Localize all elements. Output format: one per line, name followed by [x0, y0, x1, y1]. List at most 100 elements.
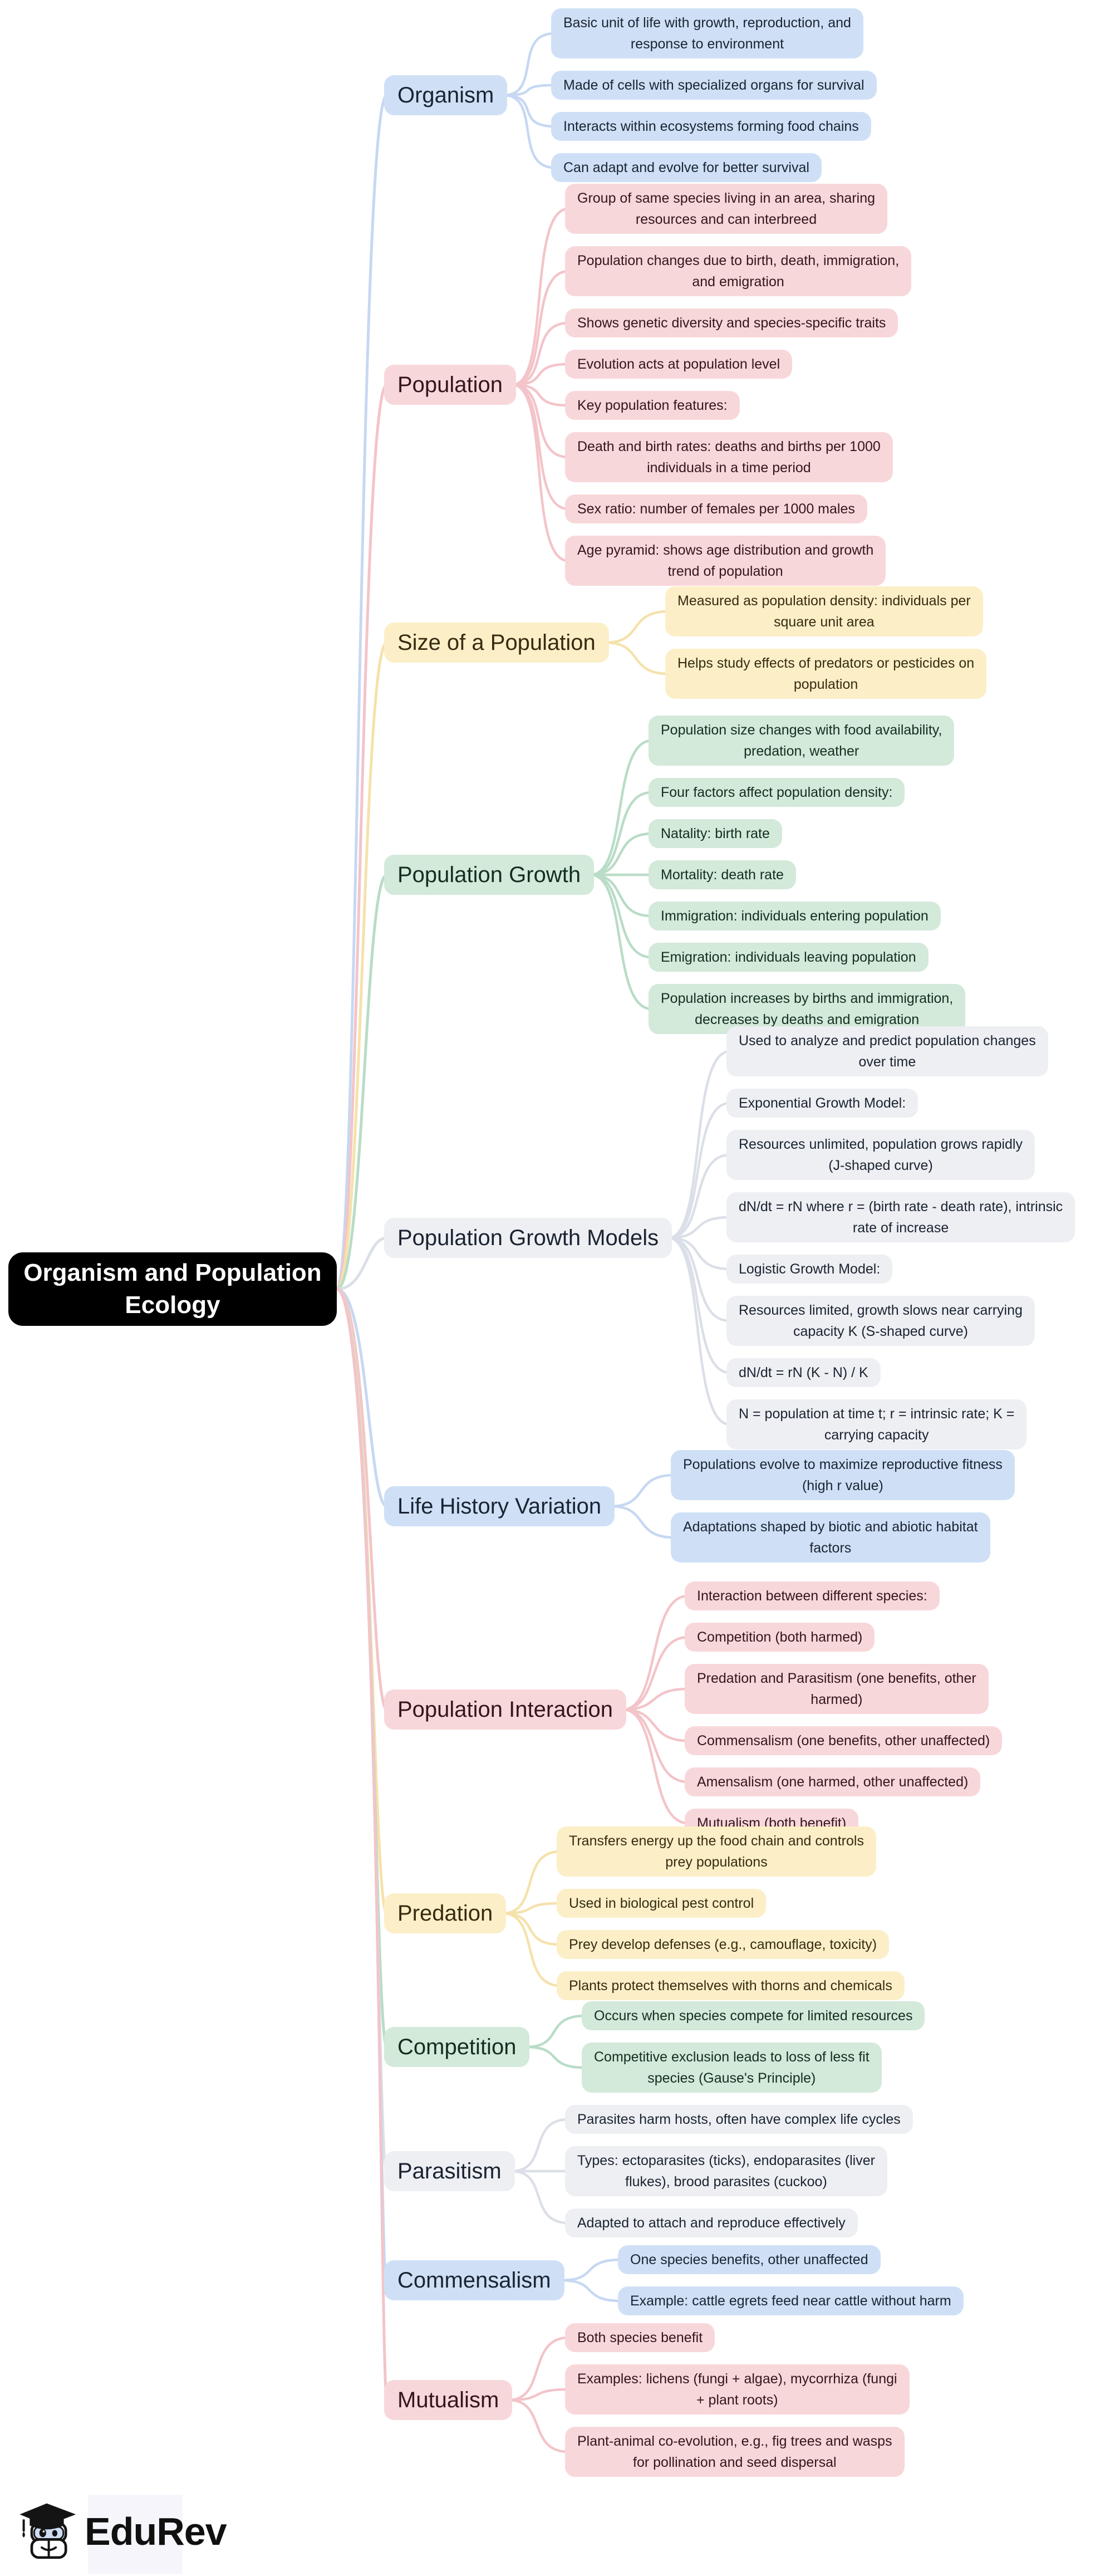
connector-line [589, 873, 654, 1011]
leaf-node[interactable]: Both species benefit [565, 2323, 715, 2352]
leaf-node[interactable]: Interacts within ecosystems forming food… [551, 112, 871, 141]
leaf-node[interactable]: Competition (both harmed) [685, 1623, 875, 1652]
leaf-node[interactable]: Interaction between different species: [685, 1581, 940, 1610]
connector-line [502, 84, 556, 97]
topic-node-predation[interactable]: Predation [384, 1893, 507, 1933]
branch-leaves-competition: Occurs when species compete for limited … [582, 2001, 925, 2093]
connector-line [501, 1850, 562, 1915]
branch-leaves-population-growth: Population size changes with food availa… [649, 716, 966, 1034]
connector-line [501, 1902, 562, 1915]
connector-line [501, 1912, 562, 1946]
connector-line [511, 383, 570, 511]
topic-node-competition[interactable]: Competition [384, 2027, 530, 2067]
leaf-node[interactable]: Age pyramid: shows age distribution and … [565, 536, 886, 586]
leaf-node[interactable]: Key population features: [565, 391, 740, 420]
leaf-node[interactable]: Shows genetic diversity and species-spec… [565, 308, 898, 337]
connector-line [621, 1635, 690, 1711]
leaf-node[interactable]: Amensalism (one harmed, other unaffected… [685, 1767, 981, 1796]
connector-line [511, 270, 570, 386]
connector-line [507, 2336, 570, 2402]
leaf-node[interactable]: Plant-animal co-evolution, e.g., fig tre… [565, 2427, 905, 2477]
leaf-node[interactable]: Transfers energy up the food chain and c… [557, 1826, 876, 1877]
leaf-node[interactable]: Sex ratio: number of females per 1000 ma… [565, 494, 867, 523]
connector-line [510, 2118, 570, 2173]
connector-line [335, 641, 389, 1291]
connector-line [621, 1708, 690, 1784]
connector-line [621, 1708, 690, 1825]
leaf-node[interactable]: N = population at time t; r = intrinsic … [726, 1399, 1027, 1449]
leaf-node[interactable]: Can adapt and evolve for better survival [551, 153, 822, 182]
connector-line [335, 1287, 389, 1915]
leaf-node[interactable]: Basic unit of life with growth, reproduc… [551, 8, 863, 58]
leaf-node[interactable]: Adapted to attach and reproduce effectiv… [565, 2208, 858, 2237]
leaf-node[interactable]: Exponential Growth Model: [726, 1089, 918, 1118]
leaf-node[interactable]: Measured as population density: individu… [665, 586, 983, 636]
leaf-node[interactable]: Logistic Growth Model: [726, 1255, 893, 1284]
leaf-node[interactable]: Parasites harm hosts, often have complex… [565, 2105, 913, 2134]
leaf-node[interactable]: Example: cattle egrets feed near cattle … [618, 2286, 964, 2315]
edurev-logo-text: EduRev [85, 2510, 227, 2553]
connector-line [589, 739, 654, 876]
leaf-node[interactable]: Four factors affect population density: [649, 778, 905, 807]
topic-node-parasitism[interactable]: Parasitism [384, 2151, 515, 2191]
connector-line [667, 1236, 731, 1426]
connector-line [524, 2045, 587, 2069]
leaf-node[interactable]: Plants protect themselves with thorns an… [557, 1971, 905, 2000]
leaf-node[interactable]: Death and birth rates: deaths and births… [565, 432, 893, 482]
leaf-node[interactable]: Mortality: death rate [649, 860, 796, 889]
topic-node-organism[interactable]: Organism [384, 75, 508, 115]
leaf-node[interactable]: Adaptations shaped by biotic and abiotic… [671, 1512, 990, 1563]
topic-node-commensalism[interactable]: Commensalism [384, 2260, 564, 2300]
topic-node-population[interactable]: Population [384, 365, 517, 405]
branch-leaves-life-history-variation: Populations evolve to maximize reproduct… [671, 1450, 1015, 1563]
leaf-node[interactable]: Occurs when species compete for limited … [582, 2001, 925, 2030]
connector-line [335, 1287, 389, 1508]
leaf-node[interactable]: Emigration: individuals leaving populati… [649, 943, 929, 972]
central-topic-node[interactable]: Organism and Population Ecology [8, 1252, 337, 1326]
connector-line [667, 1216, 731, 1240]
leaf-node[interactable]: Competitive exclusion leads to loss of l… [582, 2043, 882, 2093]
leaf-node[interactable]: Populations evolve to maximize reproduct… [671, 1450, 1015, 1500]
connector-line [667, 1101, 731, 1240]
leaf-node[interactable]: One species benefits, other unaffected [618, 2245, 881, 2274]
leaf-node[interactable]: dN/dt = rN where r = (birth rate - death… [726, 1192, 1075, 1242]
leaf-node[interactable]: dN/dt = rN (K - N) / K [726, 1358, 881, 1387]
leaf-node[interactable]: Resources limited, growth slows near car… [726, 1296, 1035, 1346]
connector-line [604, 610, 670, 644]
leaf-node[interactable]: Resources unlimited, population grows ra… [726, 1130, 1035, 1180]
connector-line [502, 32, 556, 97]
topic-node-mutualism[interactable]: Mutualism [384, 2380, 513, 2420]
connector-line [559, 2279, 623, 2303]
connector-line [511, 207, 570, 386]
connector-line [335, 1287, 389, 1711]
branch-leaves-size-of-a-population: Measured as population density: individu… [665, 586, 987, 699]
leaf-node[interactable]: Population increases by births and immig… [649, 984, 966, 1034]
topic-node-size-of-a-population[interactable]: Size of a Population [384, 623, 609, 663]
connector-line [335, 383, 389, 1291]
leaf-node[interactable]: Made of cells with specialized organs fo… [551, 71, 877, 100]
leaf-node[interactable]: Evolution acts at population level [565, 350, 793, 379]
leaf-node[interactable]: Immigration: individuals entering popula… [649, 902, 941, 931]
leaf-node[interactable]: Group of same species living in an area,… [565, 184, 888, 234]
leaf-node[interactable]: Types: ectoparasites (ticks), endoparasi… [565, 2146, 887, 2196]
leaf-node[interactable]: Used to analyze and predict population c… [726, 1026, 1048, 1076]
topic-node-population-growth[interactable]: Population Growth [384, 855, 595, 895]
leaf-node[interactable]: Population size changes with food availa… [649, 716, 955, 766]
leaf-node[interactable]: Used in biological pest control [557, 1889, 767, 1918]
connector-line [335, 1236, 389, 1291]
topic-node-population-interaction[interactable]: Population Interaction [384, 1689, 626, 1730]
connector-line [667, 1236, 731, 1374]
leaf-node[interactable]: Prey develop defenses (e.g., camouflage,… [557, 1930, 890, 1959]
leaf-node[interactable]: Helps study effects of predators or pest… [665, 649, 987, 699]
leaf-node[interactable]: Population changes due to birth, death, … [565, 246, 912, 296]
leaf-node[interactable]: Natality: birth rate [649, 819, 782, 848]
connector-line [610, 1505, 676, 1539]
topic-node-population-growth-models[interactable]: Population Growth Models [384, 1218, 672, 1258]
connector-line [510, 2169, 570, 2225]
topic-node-life-history-variation[interactable]: Life History Variation [384, 1486, 615, 1526]
leaf-node[interactable]: Examples: lichens (fungi + algae), mycor… [565, 2364, 910, 2415]
leaf-node[interactable]: Commensalism (one benefits, other unaffe… [685, 1726, 1003, 1755]
leaf-node[interactable]: Predation and Parasitism (one benefits, … [685, 1664, 989, 1714]
